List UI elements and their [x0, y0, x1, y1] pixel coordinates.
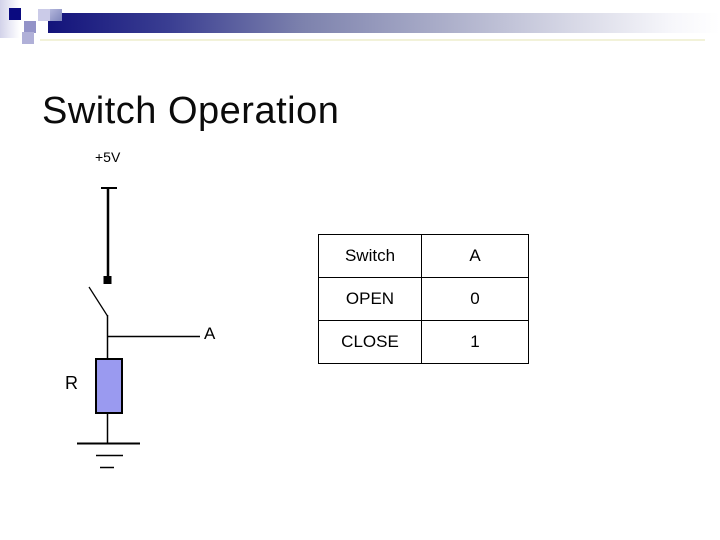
supply-voltage-label: +5V [95, 149, 121, 165]
table-row: CLOSE 1 [318, 320, 529, 364]
table-row: OPEN 0 [318, 277, 529, 321]
page-title: Switch Operation [42, 90, 340, 133]
table-header-a: A [421, 234, 529, 278]
header-gradient-bar [48, 13, 720, 33]
deco-square-lavender [22, 32, 34, 44]
switch-arm [88, 286, 109, 317]
table-cell-a-value: 0 [421, 277, 529, 321]
truth-table: Switch A OPEN 0 CLOSE 1 [318, 234, 529, 364]
resistor-label: R [65, 373, 78, 393]
resistor-body [95, 358, 123, 414]
deco-square-slate [50, 9, 62, 21]
deco-square-purple [24, 21, 36, 33]
table-header-row: Switch A [318, 234, 529, 278]
table-cell-switch-state: CLOSE [318, 320, 422, 364]
table-cell-a-value: 1 [421, 320, 529, 364]
header-accent-line [40, 39, 705, 41]
deco-square-light [38, 9, 50, 21]
deco-square-navy [9, 8, 21, 20]
table-header-switch: Switch [318, 234, 422, 278]
node-a-label: A [204, 324, 216, 343]
table-cell-switch-state: OPEN [318, 277, 422, 321]
switch-contact-dot [103, 276, 112, 284]
